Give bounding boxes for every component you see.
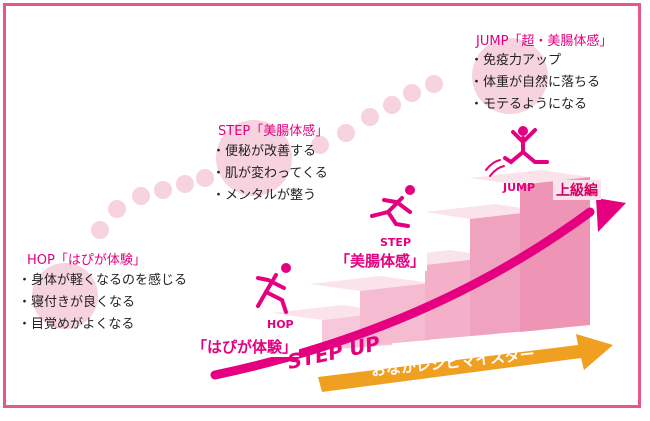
path-dot (154, 181, 172, 199)
path-dot (383, 96, 401, 114)
hop-item: ・身体が軽くなるのを感じる (18, 273, 188, 288)
jump-figure-label: JUMP (503, 181, 536, 194)
hop-figure-label: HOP (267, 318, 294, 331)
step-heading: STEP「美腸体感」 (218, 124, 329, 139)
staircase (272, 170, 590, 350)
hop-heading: HOP「はぴが体験」 (27, 253, 146, 268)
advanced-level-label: 上級編 (553, 180, 601, 200)
path-dot (176, 175, 194, 193)
step-item: ・メンタルが整う (212, 188, 317, 203)
stair-4-top (425, 204, 540, 219)
master-arrow (318, 334, 613, 392)
path-dot (403, 84, 421, 102)
stair-2-top (310, 276, 430, 291)
step-stage-name: 「美腸体感」 (333, 250, 428, 271)
step-figure-label: STEP (380, 236, 412, 249)
jump-figure-icon (485, 126, 549, 177)
path-dot (196, 169, 214, 187)
path-dot (132, 187, 150, 205)
dotted-path (32, 38, 548, 329)
hop-item: ・目覚めがよくなる (18, 317, 135, 332)
path-dot (311, 136, 329, 154)
jump-item: ・モテるようになる (470, 97, 588, 112)
hop-stage-name: 「はぴが体験」 (190, 336, 300, 357)
step-up-arrow (210, 198, 626, 380)
path-dot (91, 221, 109, 239)
path-dot (216, 120, 292, 196)
jump-item: ・免疫力アップ (470, 53, 562, 68)
hop-figure-icon (256, 263, 291, 314)
stair-5-face (520, 177, 590, 332)
step-figure-icon (370, 185, 415, 228)
path-dot (337, 124, 355, 142)
step-item: ・便秘が改善する (212, 144, 317, 159)
path-dot (361, 108, 379, 126)
jump-heading: JUMP「超・美腸体感」 (476, 34, 613, 49)
path-dot (108, 200, 126, 218)
stair-5-top (470, 170, 590, 185)
path-dot (32, 263, 98, 329)
step-item: ・肌が変わってくる (212, 166, 328, 181)
jump-item: ・体重が自然に落ちる (470, 75, 601, 90)
path-dot (425, 75, 443, 93)
path-dot (472, 38, 548, 114)
hop-item: ・寝付きが良くなる (18, 295, 136, 310)
